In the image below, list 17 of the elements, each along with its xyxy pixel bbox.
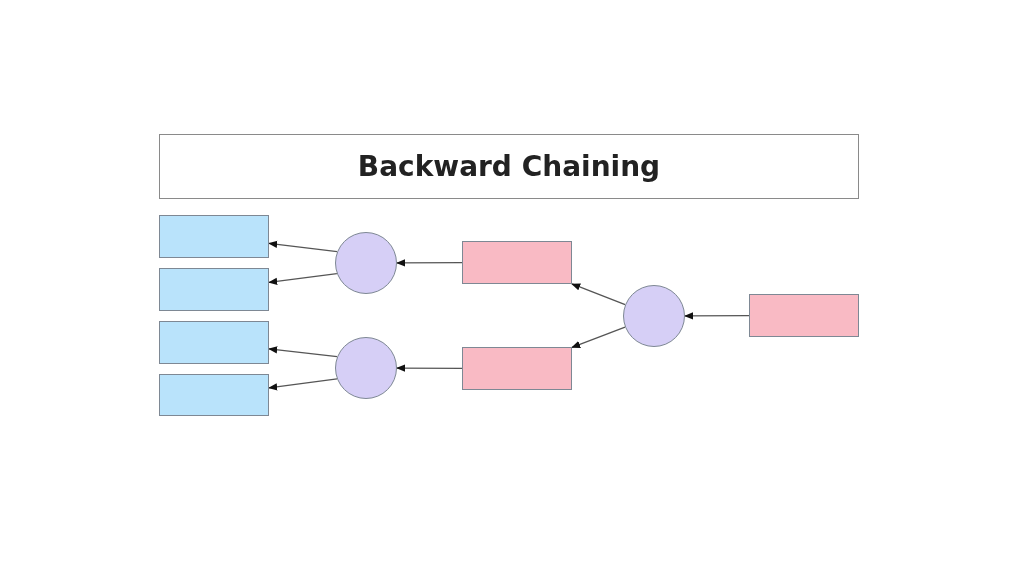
arrow (571, 326, 626, 349)
arrow (396, 364, 463, 372)
empty-box (159, 268, 269, 311)
empty-box (749, 294, 859, 337)
diagram-title: Backward Chaining (357, 150, 661, 183)
arrow (268, 273, 338, 285)
arrow (571, 283, 626, 306)
arrow (268, 240, 338, 253)
empty-box (159, 321, 269, 364)
empty-box (159, 374, 269, 416)
arrow (268, 346, 338, 358)
arrow (396, 259, 463, 267)
empty-box (462, 241, 572, 284)
empty-box (462, 347, 572, 390)
arrow (684, 312, 750, 320)
empty-box (159, 215, 269, 258)
arrow (268, 378, 338, 391)
